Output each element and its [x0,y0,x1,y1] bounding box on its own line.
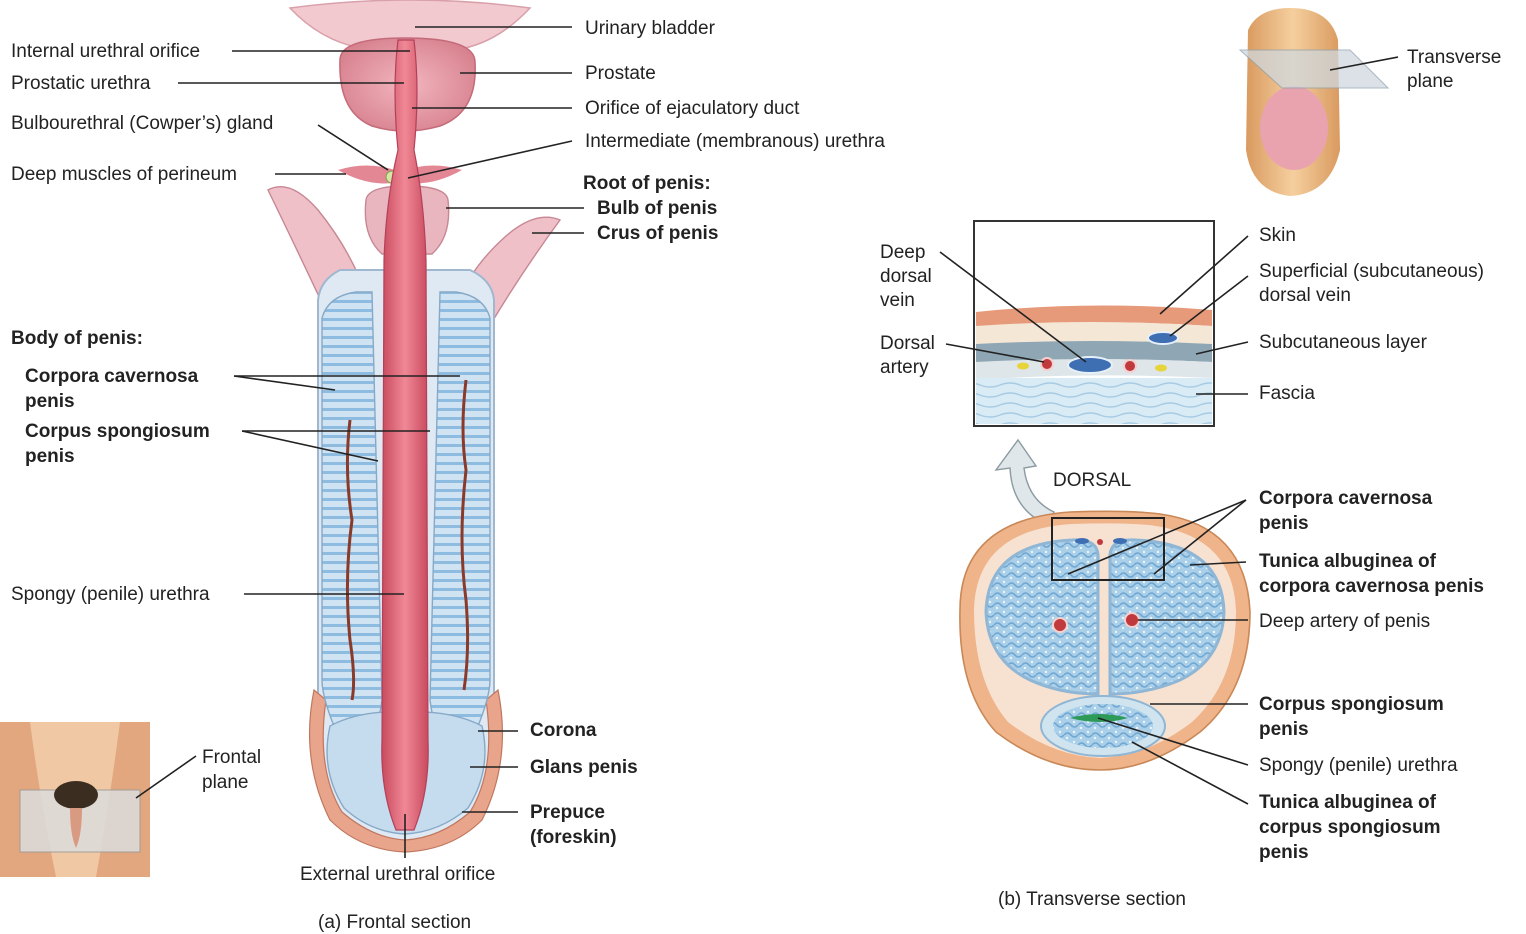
label-deep-dorsal-vein-line1: Deep [880,242,925,263]
label-prepuce-line1: Prepuce [530,802,605,823]
label-glans-penis: Glans penis [530,757,638,778]
label-spongy-urethra-t: Spongy (penile) urethra [1259,755,1458,776]
label-crus-of-penis: Crus of penis [597,223,718,244]
frontal-section-artwork [268,0,560,852]
transverse-plane-inset [1240,8,1388,196]
label-frontal-plane-line2: plane [202,772,249,793]
label-corpora-cavernosa-line1: Corpora cavernosa [25,366,199,387]
label-internal-urethral-orifice: Internal urethral orifice [11,41,200,62]
label-corpus-spongiosum-line2: penis [25,446,75,467]
label-skin: Skin [1259,225,1296,246]
label-dorsal-artery-line1: Dorsal [880,333,935,354]
label-superficial-vein-line1: Superficial (subcutaneous) [1259,261,1484,282]
transverse-labels: Transverse plane Skin Deep dorsal vein S… [880,47,1501,910]
label-orifice-ejaculatory-duct: Orifice of ejaculatory duct [585,98,800,119]
urethra-column-shape [382,40,428,830]
label-external-urethral-orifice: External urethral orifice [300,864,495,885]
label-corpora-cavernosa-line2: penis [25,391,75,412]
label-frontal-plane-line1: Frontal [202,747,261,768]
label-deep-dorsal-vein-line3: vein [880,290,915,311]
label-transverse-plane-line2: plane [1407,71,1454,92]
label-corpus-spongiosum-t-line2: penis [1259,719,1309,740]
label-corona: Corona [530,720,597,741]
label-spongy-urethra: Spongy (penile) urethra [11,584,210,605]
label-prostate: Prostate [585,63,656,84]
label-superficial-vein-line2: dorsal vein [1259,285,1351,306]
label-deep-muscles-perineum: Deep muscles of perineum [11,164,237,185]
label-tunica-cc-line1: Tunica albuginea of [1259,551,1437,572]
caption-frontal-section: (a) Frontal section [318,912,471,933]
label-tunica-cs-line2: corpus spongiosum [1259,817,1441,838]
label-corpus-spongiosum-t-line1: Corpus spongiosum [1259,694,1444,715]
label-tunica-cc-line2: corpora cavernosa penis [1259,576,1484,597]
label-root-of-penis: Root of penis: [583,173,711,194]
label-tunica-cs-line3: penis [1259,842,1309,863]
label-deep-dorsal-vein-line2: dorsal [880,266,932,287]
label-tunica-cs-line1: Tunica albuginea of [1259,792,1437,813]
label-intermediate-urethra: Intermediate (membranous) urethra [585,131,885,152]
frontal-plane-inset [0,722,150,877]
label-prepuce-line2: (foreskin) [530,827,617,848]
label-urinary-bladder: Urinary bladder [585,18,716,39]
label-subcutaneous-layer: Subcutaneous layer [1259,332,1428,353]
label-bulbourethral-gland: Bulbourethral (Cowper’s) gland [11,113,273,134]
transverse-cross-section [960,511,1250,770]
label-dorsal-artery-line2: artery [880,357,929,378]
caption-transverse-section: (b) Transverse section [998,889,1186,910]
right-corpus-cavernosum-shape [430,292,490,740]
label-fascia: Fascia [1259,383,1315,404]
label-corpus-spongiosum-line1: Corpus spongiosum [25,421,210,442]
label-body-of-penis: Body of penis: [11,328,143,349]
label-transverse-plane-line1: Transverse [1407,47,1501,68]
label-prostatic-urethra: Prostatic urethra [11,73,151,94]
label-corpora-cavernosa-t-line1: Corpora cavernosa [1259,488,1433,509]
zoom-arrow-icon [996,440,1054,525]
label-corpora-cavernosa-t-line2: penis [1259,513,1309,534]
label-dorsal: DORSAL [1053,470,1131,491]
label-deep-artery: Deep artery of penis [1259,611,1430,632]
dorsal-detail-box [974,221,1214,426]
label-bulb-of-penis: Bulb of penis [597,198,717,219]
